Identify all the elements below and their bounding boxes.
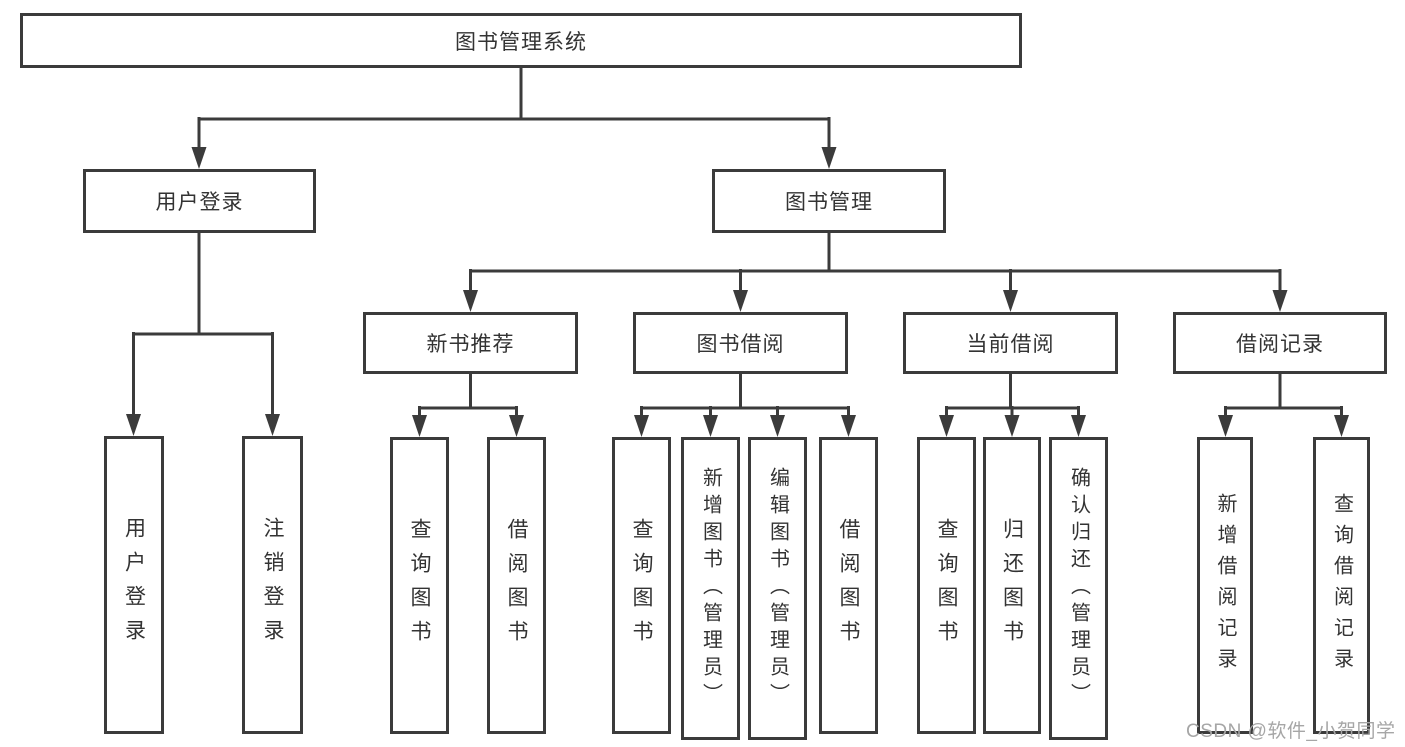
node-new-book-rec: 新书推荐	[363, 312, 578, 374]
leaf-bb-edit-books-admin-label: 编辑图书（管理员）	[766, 467, 789, 710]
leaf-cb-return-books-label: 归还图书	[1000, 517, 1024, 654]
leaf-bb-borrow-books-label: 借阅图书	[837, 517, 860, 654]
leaf-bb-add-books-admin: 新增图书（管理员）	[681, 437, 740, 740]
node-root: 图书管理系统	[20, 13, 1022, 68]
connector-current-children	[939, 374, 1086, 437]
leaf-logout-label: 注销登录	[261, 517, 284, 653]
node-book-borrow: 图书借阅	[633, 312, 848, 374]
leaf-cb-confirm-return-admin: 确认归还（管理员）	[1049, 437, 1108, 740]
leaf-br-add-record-label: 新增借阅记录	[1214, 492, 1236, 679]
leaf-logout: 注销登录	[242, 436, 303, 734]
node-root-label: 图书管理系统	[455, 30, 587, 54]
node-book-mgmt: 图书管理	[712, 169, 946, 233]
node-user-login-label: 用户登录	[155, 191, 244, 214]
leaf-user-login: 用户登录	[104, 436, 164, 734]
leaf-user-login-label: 用户登录	[122, 517, 146, 653]
node-book-mgmt-label: 图书管理	[785, 191, 873, 214]
node-borrow-records-label: 借阅记录	[1236, 333, 1324, 356]
leaf-cb-query-books: 查询图书	[917, 437, 976, 734]
leaf-cb-query-books-label: 查询图书	[935, 517, 958, 654]
connector-borrow-children	[634, 374, 856, 437]
node-current-borrow-label: 当前借阅	[966, 333, 1055, 356]
leaf-bb-edit-books-admin: 编辑图书（管理员）	[748, 437, 807, 740]
connector-root-to-level2	[191, 68, 837, 169]
watermark: CSDN @软件_小贺同学	[1186, 721, 1396, 742]
leaf-br-query-record-label: 查询借阅记录	[1330, 492, 1353, 679]
node-borrow-records: 借阅记录	[1173, 312, 1387, 374]
leaf-bb-query-books-label: 查询图书	[630, 517, 653, 654]
connector-new-rec-children	[412, 374, 524, 437]
leaf-br-add-record: 新增借阅记录	[1197, 437, 1253, 734]
connector-book-mgmt-children	[463, 233, 1288, 312]
leaf-cb-return-books: 归还图书	[983, 437, 1041, 734]
leaf-bb-add-books-admin-label: 新增图书（管理员）	[699, 467, 722, 710]
leaf-bb-borrow-books: 借阅图书	[819, 437, 878, 734]
node-new-book-rec-label: 新书推荐	[426, 333, 515, 356]
leaf-bb-query-books: 查询图书	[612, 437, 671, 734]
leaf-nr-query-books-label: 查询图书	[408, 517, 431, 654]
connector-records-children	[1218, 374, 1349, 437]
leaf-cb-confirm-return-admin-label: 确认归还（管理员）	[1067, 467, 1090, 710]
connector-user-login-children	[126, 233, 280, 436]
node-book-borrow-label: 图书借阅	[696, 333, 785, 356]
leaf-nr-borrow-books-label: 借阅图书	[505, 517, 528, 654]
leaf-br-query-record: 查询借阅记录	[1313, 437, 1370, 734]
node-current-borrow: 当前借阅	[903, 312, 1118, 374]
node-user-login: 用户登录	[83, 169, 316, 233]
leaf-nr-borrow-books: 借阅图书	[487, 437, 546, 734]
leaf-nr-query-books: 查询图书	[390, 437, 449, 734]
